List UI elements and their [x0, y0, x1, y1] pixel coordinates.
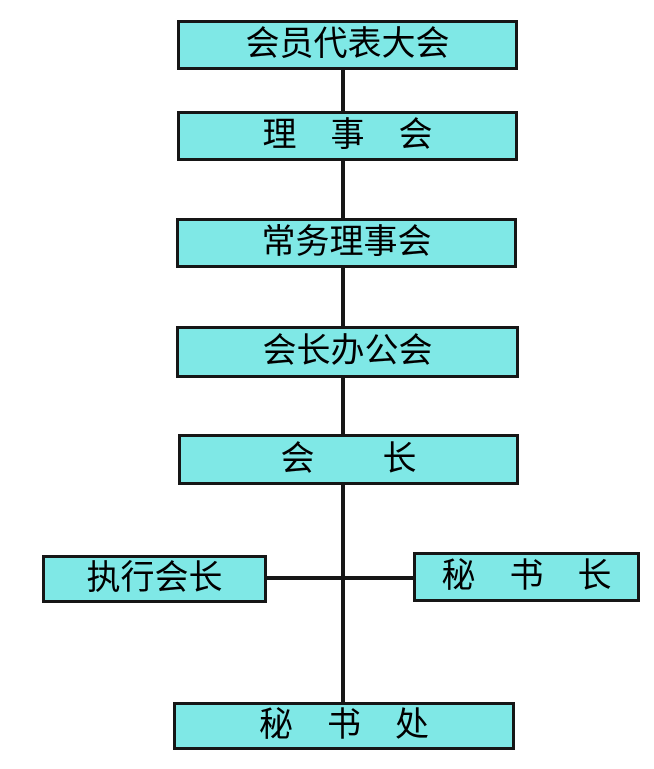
org-node-executive-president: 执行会长 — [42, 555, 267, 603]
org-node-label: 会员代表大会 — [245, 26, 450, 63]
org-node-label: 执行会长 — [86, 560, 223, 597]
org-node-secretariat: 秘 书 处 — [173, 702, 515, 750]
connector-horizontal-branch — [264, 576, 416, 580]
org-node-president-office-meeting: 会长办公会 — [176, 326, 519, 378]
org-node-label: 秘 书 长 — [441, 558, 612, 595]
org-node-member-congress: 会员代表大会 — [177, 20, 518, 70]
org-node-secretary-general: 秘 书 长 — [413, 552, 640, 602]
org-node-label: 理 事 会 — [262, 117, 433, 154]
org-node-label: 常务理事会 — [261, 224, 432, 261]
org-node-label: 会长办公会 — [262, 333, 433, 370]
org-node-label: 秘 书 处 — [259, 707, 429, 744]
org-node-council: 理 事 会 — [177, 111, 518, 161]
org-node-label: 会 长 — [280, 440, 417, 478]
org-node-standing-council: 常务理事会 — [176, 218, 517, 268]
connector-vertical-spine — [341, 45, 345, 726]
org-node-president: 会 长 — [178, 434, 519, 485]
